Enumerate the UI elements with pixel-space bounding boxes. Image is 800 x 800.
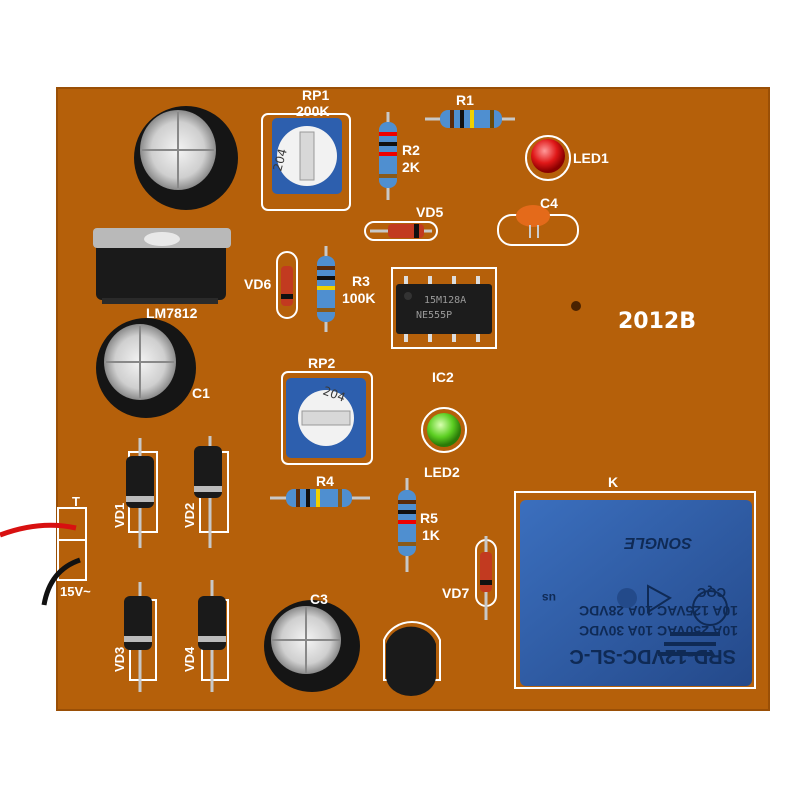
label-r2: R2 [402,142,420,158]
label-t: T [72,494,80,509]
songle-logo-icon [658,632,720,656]
label-c3: C3 [310,591,328,607]
relay-us-mark: us [542,591,556,605]
resistor-r1 [425,110,515,128]
label-ic2: IC2 [432,369,454,385]
capacitor-c3 [264,600,360,692]
led1-red [525,135,571,181]
label-c1: C1 [192,385,210,401]
diode-vd3 [124,582,157,692]
label-r5-value: 1K [422,527,440,543]
diode-vd4 [198,580,229,692]
diode-vd1 [126,438,158,548]
label-c4: C4 [540,195,558,211]
capacitor-c1 [96,318,196,418]
diode-vd2 [194,436,229,548]
ic-marking-line2: NE555P [416,310,452,321]
label-15v: 15V~ [60,584,91,599]
label-r3-value: 100K [342,290,375,306]
diode-vd7 [475,536,497,620]
potentiometer-rp1: 204 [261,113,351,211]
relay-rating-2: 10A 125VAC 10A 28VDC [579,603,738,619]
relay-brand: SONGLE [623,534,692,551]
label-vd6: VD6 [244,276,271,292]
diode-vd6 [276,251,298,319]
terminal-t [0,507,87,606]
ic2-ne555: 15M128A NE555P [391,267,497,349]
label-rp1: RP1 [302,87,329,103]
capacitor-c2 [134,106,238,210]
label-r1: R1 [456,92,474,108]
rp1-pot-marking: 204 [270,147,289,173]
label-k: K [608,474,618,490]
led2-green [421,407,467,453]
resistor-r4 [270,489,370,507]
label-r4: R4 [316,473,334,489]
label-rp2: RP2 [308,355,335,371]
label-r2-value: 2K [402,159,420,175]
relay-k: SRD-12VDC-SL-C 10A 250VAC 10A 30VDC 10A … [514,491,756,689]
label-led2: LED2 [424,464,460,480]
capacitor-c4 [497,205,579,246]
resistor-r3 [317,246,335,332]
label-vd5: VD5 [416,204,443,220]
label-vd1: VD1 [112,503,127,528]
label-r3: R3 [352,273,370,289]
transistor [383,621,441,696]
ic-marking-line1: 15M128A [424,295,466,306]
label-vd2: VD2 [182,503,197,528]
label-r5: R5 [420,510,438,526]
regulator-lm7812 [93,228,231,304]
label-vd4: VD4 [182,646,197,672]
label-vd3: VD3 [112,647,127,672]
label-lm7812: LM7812 [146,305,198,321]
board-id-label: 2012B [618,309,696,334]
relay-model: SRD-12VDC-SL-C [569,645,736,667]
potentiometer-rp2: 204 [281,371,373,465]
resistor-r5 [398,478,416,572]
label-led1: LED1 [573,150,609,166]
cqc-circle-icon [692,590,728,626]
relay-cqc-mark: CQC [697,585,727,600]
mounting-hole [571,301,581,311]
label-vd7: VD7 [442,585,469,601]
warning-triangle-icon [647,584,672,614]
diode-vd5 [364,221,438,241]
resistor-r2 [379,112,397,200]
label-rp1-value: 200K [296,103,329,119]
